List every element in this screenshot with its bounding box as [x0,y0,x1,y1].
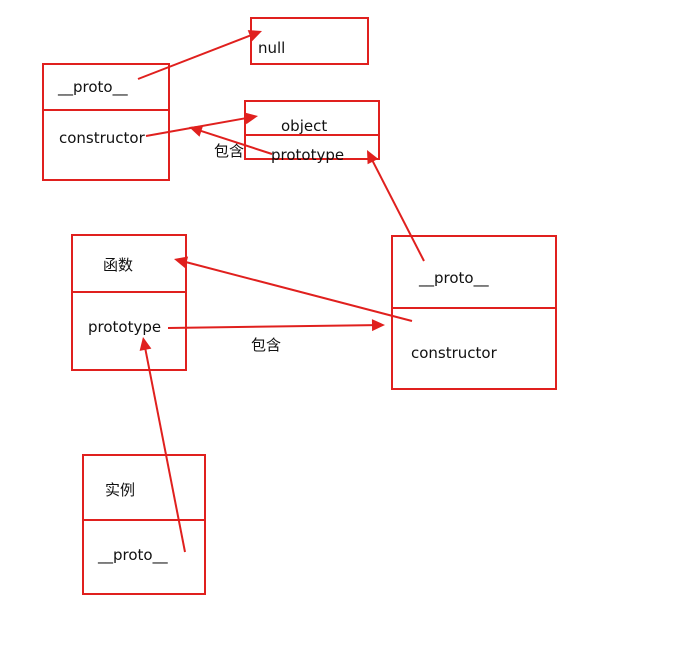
function-box: 函数 prototype [71,234,187,371]
function-divider [73,291,185,293]
instance-box: 实例 __proto__ [82,454,206,595]
object-prototype-divider [44,109,168,111]
object-prototype-proto-label: __proto__ [58,78,128,96]
function-prototype-box: __proto__ constructor [391,235,557,390]
contains-label-middle: 包含 [251,336,282,354]
function-prototype-proto-label: __proto__ [419,269,489,287]
function-name-label: 函数 [103,256,134,274]
arrow-shaft [167,324,375,329]
function-prototype-label: prototype [88,318,162,336]
instance-name-label: 实例 [105,481,136,499]
function-prototype-constructor-label: constructor [411,344,497,362]
object-prototype-box: __proto__ constructor [42,63,170,181]
arrow-shaft [184,260,413,322]
instance-proto-label: __proto__ [98,546,168,564]
null-label: null [258,39,286,57]
null-box: null [250,17,369,65]
arrow-head [371,319,385,332]
arrow-head [189,125,204,137]
object-prototype-label: prototype [271,146,345,164]
object-prototype-constructor-label: constructor [59,129,145,147]
object-box: object prototype [244,100,380,164]
arrow-constructor-to-function [174,256,413,322]
contains-label-top: 包含 [214,142,245,160]
instance-divider [84,519,204,521]
object-name-label: object [281,117,328,135]
arrow-function-prototype-to-prototype-object [167,319,385,332]
function-prototype-divider [393,307,555,309]
object-divider [246,134,378,136]
